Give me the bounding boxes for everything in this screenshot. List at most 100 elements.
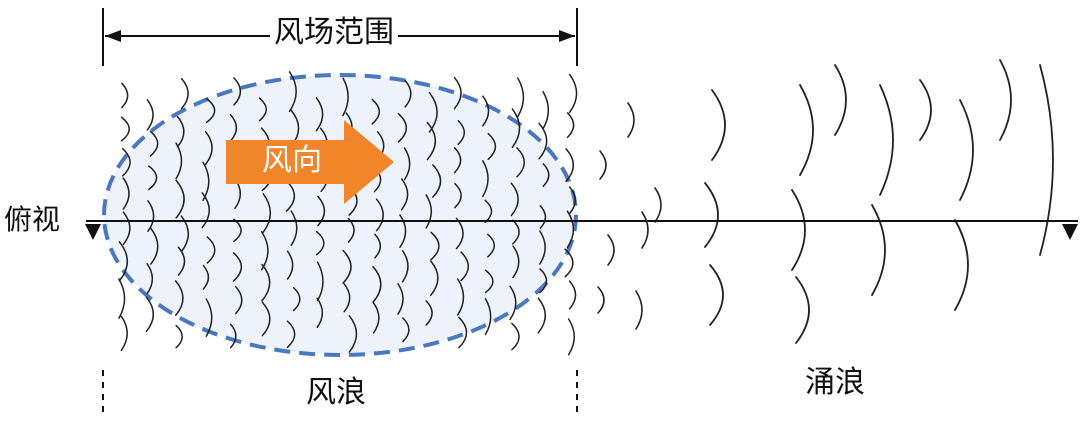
wave-crest [401,250,409,283]
wave-crest [234,285,243,315]
wave-crest [597,286,605,314]
wave-crest [641,211,649,249]
wave-crest [607,234,615,266]
wave-crest [511,108,521,148]
wave-crest [509,285,517,321]
wave-crest [201,192,211,229]
top-view-label: 俯视 [4,203,61,236]
wave-crest [430,231,440,261]
wave-crest [453,147,462,174]
triangle-down-icon [85,224,101,240]
wave-crest [177,246,186,276]
wave-crest [148,165,158,191]
wave-crest [454,182,462,209]
wind-field-ellipse [102,73,578,357]
wave-crest [397,283,404,315]
wave-crest [174,280,184,317]
wave-crest [258,97,268,122]
wave-crest [342,77,349,117]
wave-crest [567,318,576,356]
wave-crest [709,264,724,326]
wave-crest [482,160,489,198]
wave-crest [316,297,324,329]
wave-crest [426,121,437,161]
wave-crest [120,315,128,352]
wind-direction-label: 风向 [262,143,322,178]
wave-crest [232,252,243,282]
wave-crest [261,263,271,302]
wave-crest [121,82,129,109]
wave-crest [315,97,324,132]
triangle-down-icon [1062,224,1078,240]
wave-crest [372,265,382,303]
wave-crest [425,300,433,326]
wave-crest [566,112,575,139]
wave-crest [175,142,183,180]
swell-label: 涌浪 [805,365,865,400]
wind-direction-arrow [226,120,394,204]
wave-crest [954,219,969,311]
wave-crest [482,95,490,127]
wave-crest [343,283,351,313]
wave-crest [959,99,974,201]
wave-crest [180,215,190,253]
wave-crest [120,116,130,142]
wave-crest [539,268,548,294]
wave-crest [795,276,810,344]
wave-crest [542,90,550,130]
wave-crest [711,89,726,161]
wave-crest [1039,64,1054,256]
wave-crest [374,233,382,259]
wave-crest [121,147,131,177]
wave-crest [458,316,468,349]
wave-crest [999,59,1012,141]
wave-crest [432,164,442,198]
wave-crest [233,77,242,106]
wave-crest [404,79,412,108]
wave-crest [654,187,662,223]
wave-crest [484,297,492,336]
wave-crest [516,77,525,118]
wave-crest [484,269,494,294]
wave-crest [487,233,496,258]
wave-crest [202,264,210,290]
wave-crest [403,147,411,181]
wave-crest [402,317,410,343]
wave-crest [791,189,806,271]
wave-crest [425,194,433,229]
wave-crest [176,115,185,148]
wave-crest [400,178,409,211]
wave-crest [175,179,185,219]
wave-crest [262,193,272,233]
wave-crest [204,130,213,166]
wave-crest [568,73,578,114]
wave-crest [460,251,470,282]
wave-crest [147,200,155,233]
wave-crest [599,150,607,180]
wave-crest [564,248,574,278]
wave-crest [919,79,932,141]
wave-crest [453,76,462,110]
wave-crest [348,315,358,353]
wave-crest [456,278,465,316]
wave-crest [286,250,294,280]
wave-crest [568,280,577,310]
wave-crest [290,210,298,247]
wave-crest [229,323,237,349]
wave-crest [397,112,408,143]
wave-crest [118,241,129,282]
wave-crest [511,322,520,351]
wave-crest [206,236,216,264]
wave-crest [146,262,154,295]
wave-crest [288,71,297,113]
wave-crest [568,186,577,214]
wave-crest [871,204,886,296]
wave-crest [317,195,326,227]
wave-crest [372,302,380,334]
wave-crest [205,298,213,337]
wave-crest [122,177,130,210]
wave-crest [510,182,519,217]
wind-sea-label: 风浪 [306,375,366,410]
